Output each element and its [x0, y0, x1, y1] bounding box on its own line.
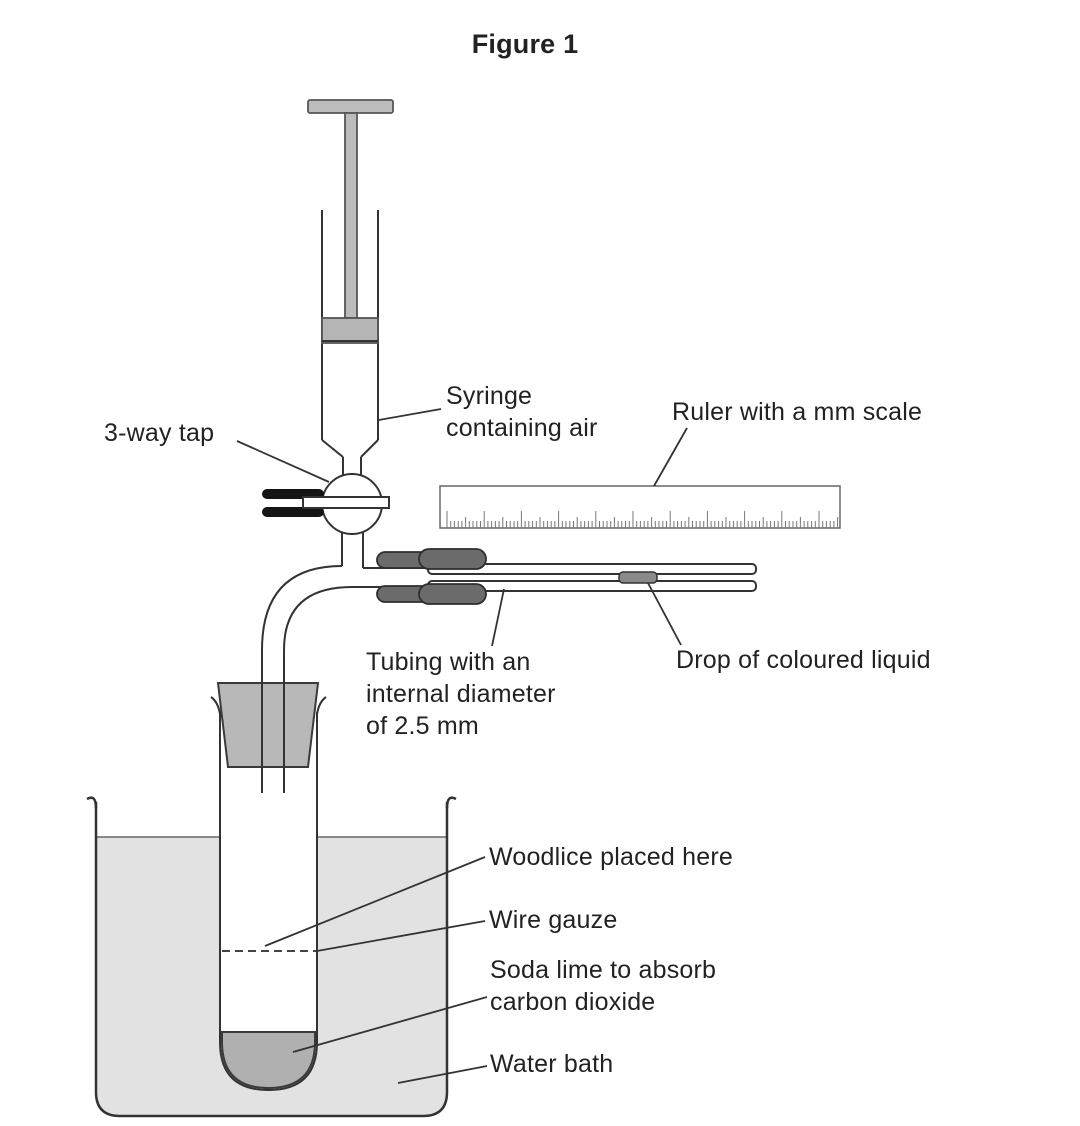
wire-gauze-label: Wire gauze	[489, 906, 618, 934]
ruler-label: Ruler with a mm scale	[672, 398, 923, 426]
ruler-ticks	[446, 511, 839, 528]
coloured-drop	[618, 571, 658, 584]
test-tube	[210, 682, 327, 1092]
beaker-outline	[94, 802, 449, 1118]
soda-lime	[221, 1031, 316, 1090]
tap-handle	[302, 496, 390, 509]
rubber-connector	[376, 548, 487, 605]
three-way-tap	[262, 473, 390, 535]
test-tube-body	[219, 712, 318, 1092]
drop-label: Drop of coloured liquid	[676, 646, 931, 674]
three-way-tap-label: 3-way tap	[104, 419, 215, 447]
woodlice-label: Woodlice placed here	[489, 843, 733, 871]
beaker-rim-left	[86, 796, 98, 809]
plunger-handle	[307, 99, 394, 114]
test-tube-rim-right	[316, 696, 327, 715]
ruler	[439, 485, 841, 529]
syringe	[307, 99, 394, 477]
water-bath-label: Water bath	[490, 1050, 614, 1078]
soda-lime-label: Soda lime to absorb carbon dioxide	[490, 956, 717, 1016]
tubing-label: Tubing with an internal diameter of 2.5 …	[366, 648, 556, 740]
plunger-seal	[321, 317, 379, 344]
bung	[216, 682, 320, 768]
leader-lines	[236, 408, 688, 1084]
syringe-label: Syringe containing air	[446, 382, 598, 442]
figure-title: Figure 1	[471, 29, 579, 59]
plunger-stem	[344, 112, 358, 319]
capillary-tube	[376, 548, 757, 605]
test-tube-rim-left	[210, 696, 221, 715]
tap-handle-bar-bottom	[262, 507, 324, 517]
beaker-rim-right	[445, 796, 457, 809]
